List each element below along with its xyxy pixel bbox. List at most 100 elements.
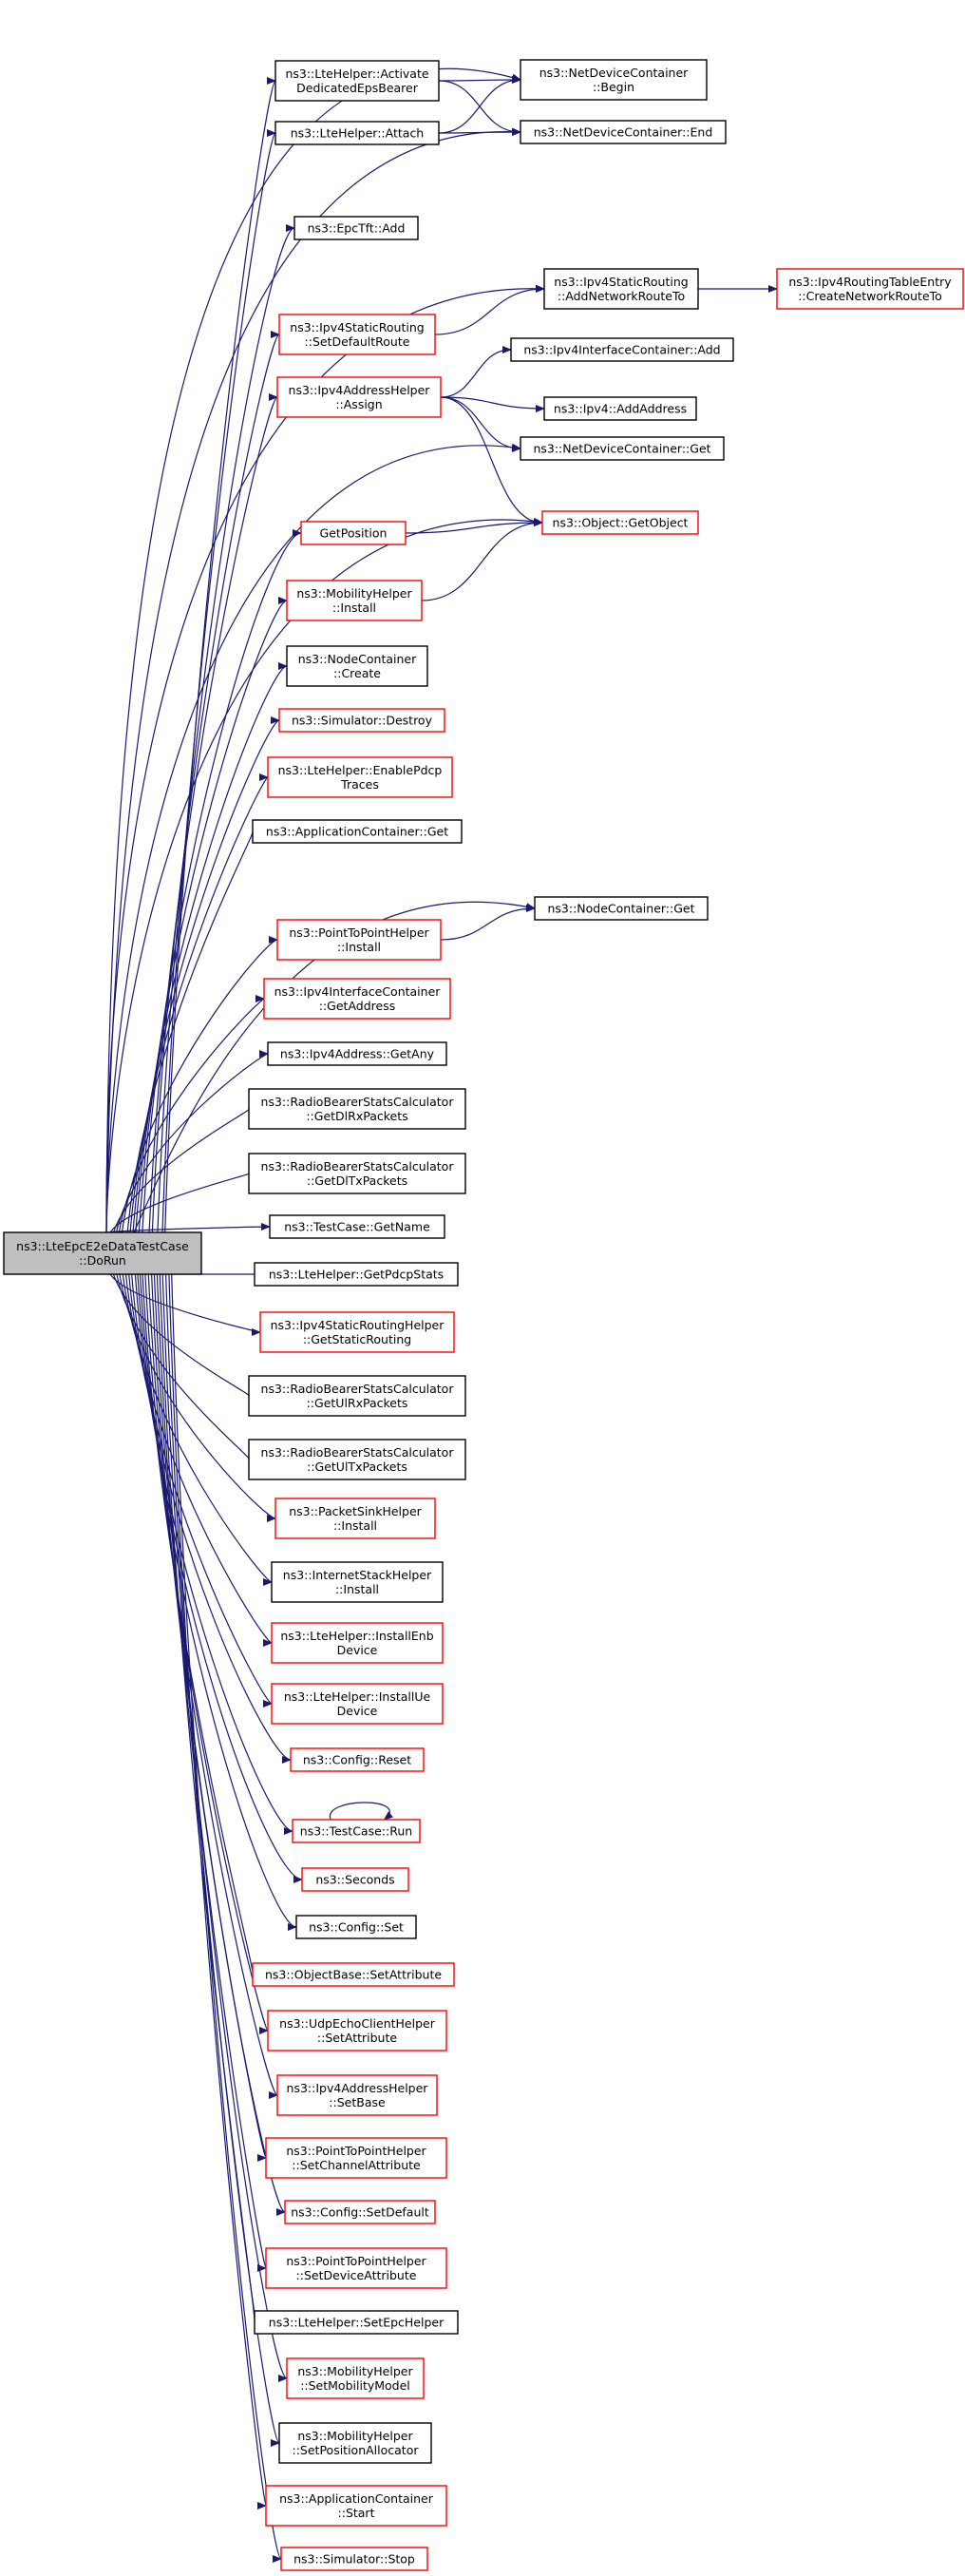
node-box [252, 1962, 455, 1987]
edge-root-to-setposalloc [165, 1273, 280, 2447]
node-label: ::SetAttribute [317, 2031, 397, 2045]
node-label: ns3::Ipv4StaticRoutingHelper [271, 1318, 445, 1332]
graph-node-getultx[interactable]: ns3::RadioBearerStatsCalculator::GetUlTx… [248, 1439, 466, 1480]
graph-node-setepc[interactable]: ns3::LteHelper::SetEpcHelper [254, 2310, 459, 2335]
node-box [263, 978, 451, 1020]
graph-node-cfg-set[interactable]: ns3::Config::Set [295, 1915, 417, 1939]
node-box [3, 1231, 202, 1275]
node-label: ns3::ObjectBase::SetAttribute [265, 1968, 442, 1982]
node-box [259, 1311, 455, 1353]
graph-node-root[interactable]: ns3::LteEpcE2eDataTestCase::DoRun [3, 1231, 202, 1275]
graph-node-getpdcp[interactable]: ns3::LteHelper::GetPdcpStats [254, 1262, 459, 1287]
node-box [252, 819, 463, 844]
graph-node-udp-setattr[interactable]: ns3::UdpEchoClientHelper::SetAttribute [267, 2010, 447, 2051]
edge-root-to-getultx [116, 1273, 258, 1463]
graph-node-mob-install[interactable]: ns3::MobilityHelper::Install [286, 580, 423, 621]
graph-node-iic-add[interactable]: ns3::Ipv4InterfaceContainer::Add [510, 337, 734, 362]
graph-node-rte[interactable]: ns3::Ipv4RoutingTableEntry::CreateNetwor… [776, 268, 964, 310]
graph-node-setbase[interactable]: ns3::Ipv4AddressHelper::SetBase [276, 2074, 438, 2116]
node-box [286, 2357, 425, 2399]
node-box [280, 2547, 428, 2571]
node-label: ns3::ApplicationContainer [279, 2491, 434, 2506]
graph-node-seconds[interactable]: ns3::Seconds [301, 1867, 409, 1892]
graph-node-psink[interactable]: ns3::PacketSinkHelper::Install [274, 1498, 436, 1539]
node-box [301, 1867, 409, 1892]
node-box [276, 919, 442, 961]
graph-node-cfg-reset[interactable]: ns3::Config::Reset [290, 1747, 425, 1772]
graph-node-setposalloc[interactable]: ns3::MobilityHelper::SetPositionAllocato… [278, 2422, 432, 2464]
node-label: ns3::TestCase::GetName [284, 1220, 430, 1234]
edge-root-to-sim_destroy [132, 716, 280, 1233]
graph-node-activate[interactable]: ns3::LteHelper::ActivateDedicatedEpsBear… [274, 60, 440, 102]
graph-node-addnet[interactable]: ns3::Ipv4StaticRouting::AddNetworkRouteT… [543, 268, 699, 310]
graph-node-getname[interactable]: ns3::TestCase::GetName [269, 1214, 445, 1239]
node-label: ns3::InternetStackHelper [283, 1568, 432, 1582]
graph-node-nc-get[interactable]: ns3::NodeContainer::Get [534, 896, 709, 921]
node-label: ::SetMobilityModel [300, 2378, 410, 2393]
node-label: ::GetDlTxPackets [307, 1174, 407, 1188]
graph-node-p2p-dev[interactable]: ns3::PointToPointHelper::SetDeviceAttrib… [265, 2247, 447, 2289]
graph-node-sim-stop[interactable]: ns3::Simulator::Stop [280, 2547, 428, 2571]
graph-node-p2p-chan[interactable]: ns3::PointToPointHelper::SetChannelAttri… [265, 2137, 447, 2179]
node-box [254, 1262, 459, 1287]
graph-node-inet[interactable]: ns3::InternetStackHelper::Install [271, 1561, 444, 1603]
edge-root-to-getdltx [109, 1170, 258, 1233]
graph-node-getulrx[interactable]: ns3::RadioBearerStatsCalculator::GetUlRx… [248, 1375, 466, 1417]
node-label: ns3::Object::GetObject [553, 516, 689, 530]
node-box [541, 510, 699, 535]
node-box [543, 268, 699, 310]
graph-node-cfg-setdef[interactable]: ns3::Config::SetDefault [284, 2200, 436, 2224]
node-label: ::SetChannelAttribute [292, 2158, 421, 2172]
node-box [300, 521, 407, 545]
graph-node-ac-get[interactable]: ns3::ApplicationContainer::Get [252, 819, 463, 844]
edge-root-to-ob_setattr [142, 1273, 262, 1978]
graph-node-addaddr[interactable]: ns3::Ipv4::AddAddress [543, 396, 697, 421]
graph-node-attach[interactable]: ns3::LteHelper::Attach [274, 121, 440, 145]
edge-assign-to-addaddr [440, 396, 545, 412]
node-label: ::Install [332, 601, 376, 615]
edge-attach-to-ndc_begin [438, 76, 521, 134]
graph-node-getany[interactable]: ns3::Ipv4Address::GetAny [267, 1041, 447, 1066]
edge-root-to-ac_get [126, 828, 262, 1233]
graph-node-getaddress[interactable]: ns3::Ipv4InterfaceContainer::GetAddress [263, 978, 451, 1020]
graph-node-setdef[interactable]: ns3::Ipv4StaticRouting::SetDefaultRoute [278, 314, 436, 355]
edge-root-to-seconds [137, 1273, 303, 1883]
node-label: ns3::LteEpcE2eDataTestCase [16, 1239, 189, 1253]
graph-node-epctft[interactable]: ns3::EpcTft::Add [293, 216, 419, 240]
graph-node-getobj[interactable]: ns3::Object::GetObject [541, 510, 699, 535]
node-label: ::Install [335, 1582, 379, 1596]
graph-node-getdltx[interactable]: ns3::RadioBearerStatsCalculator::GetDlTx… [248, 1153, 466, 1194]
graph-node-ndc-begin[interactable]: ns3::NetDeviceContainer::Begin [520, 59, 708, 101]
graph-node-ob-setattr[interactable]: ns3::ObjectBase::SetAttribute [252, 1962, 455, 1987]
node-box [267, 1041, 447, 1066]
graph-node-getdlrx[interactable]: ns3::RadioBearerStatsCalculator::GetDlRx… [248, 1088, 466, 1130]
node-label: ::GetAddress [319, 999, 395, 1013]
graph-node-sim-destroy[interactable]: ns3::Simulator::Destroy [278, 708, 445, 733]
graph-node-setmob[interactable]: ns3::MobilityHelper::SetMobilityModel [286, 2357, 425, 2399]
node-box [278, 314, 436, 355]
graph-node-ac-start[interactable]: ns3::ApplicationContainer::Start [265, 2485, 447, 2527]
graph-node-ndc-end[interactable]: ns3::NetDeviceContainer::End [520, 120, 727, 144]
edge-root-to-cfg_reset [131, 1273, 292, 1764]
node-box [284, 2200, 436, 2224]
edge-root-to-getany [115, 1050, 269, 1233]
graph-node-getstatic[interactable]: ns3::Ipv4StaticRoutingHelper::GetStaticR… [259, 1311, 455, 1353]
node-box [520, 59, 708, 101]
node-box [274, 60, 440, 102]
graph-node-assign[interactable]: ns3::Ipv4AddressHelper::Assign [276, 376, 442, 418]
graph-node-ndc-get[interactable]: ns3::NetDeviceContainer::Get [520, 436, 725, 461]
node-label: ns3::RadioBearerStatsCalculator [261, 1382, 455, 1396]
node-label: ns3::Ipv4StaticRouting [554, 275, 688, 289]
graph-node-tc-run[interactable]: ns3::TestCase::Run [292, 1819, 421, 1843]
graph-node-nc-create[interactable]: ns3::NodeContainer::Create [286, 645, 428, 687]
node-label: ns3::MobilityHelper [297, 2364, 413, 2378]
node-box [286, 645, 428, 687]
graph-node-p2p-install[interactable]: ns3::PointToPointHelper::Install [276, 919, 442, 961]
node-label: ::GetUlRxPackets [307, 1396, 408, 1410]
graph-node-getpos[interactable]: GetPosition [300, 521, 407, 545]
node-label: ::Create [333, 666, 381, 680]
node-label: ns3::Ipv4InterfaceContainer [274, 984, 442, 999]
